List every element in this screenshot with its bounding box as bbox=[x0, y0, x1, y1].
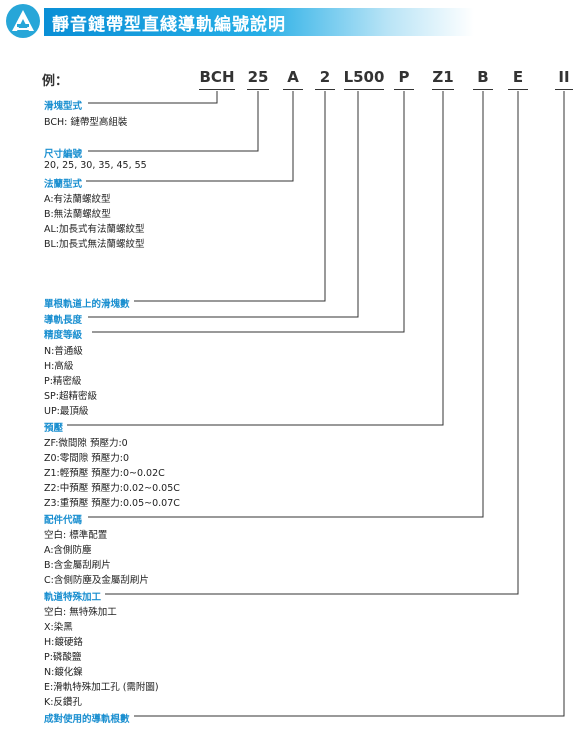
list-item: K:反鑽孔 bbox=[44, 697, 82, 708]
list-item: H:鍍硬鉻 bbox=[44, 637, 83, 648]
list-item: X:染黑 bbox=[44, 622, 73, 633]
code-underline bbox=[555, 89, 573, 90]
code-bch: BCH bbox=[199, 68, 235, 86]
list-item: P:精密級 bbox=[44, 376, 82, 387]
list-item: BCH: 鏈帶型高組裝 bbox=[44, 117, 128, 128]
code-preload: Z1 bbox=[432, 68, 454, 86]
list-item: Z1:輕預壓 預壓力:0~0.02C bbox=[44, 468, 165, 479]
list-item: H:高級 bbox=[44, 361, 74, 372]
section-title-block-count: 單根軌道上的滑塊數 bbox=[44, 296, 134, 310]
section-title-preload: 預壓 bbox=[44, 420, 68, 434]
list-item: ZF:微間隙 預壓力:0 bbox=[44, 438, 128, 449]
list-item: N:普通級 bbox=[44, 346, 83, 357]
list-item: 空白: 無特殊加工 bbox=[44, 607, 117, 618]
section-title-rail-process: 軌道特殊加工 bbox=[44, 589, 106, 603]
page-title: 靜音鏈帶型直綫導軌編號說明 bbox=[52, 15, 286, 35]
list-item: AL:加長式有法蘭螺紋型 bbox=[44, 224, 145, 235]
header-bar bbox=[44, 8, 474, 36]
code-accessory: B bbox=[477, 68, 489, 86]
section-title-accuracy: 精度等級 bbox=[44, 327, 87, 341]
code-underline bbox=[315, 89, 335, 90]
code-underline bbox=[199, 89, 235, 90]
example-label: 例： bbox=[42, 74, 69, 89]
code-underline bbox=[247, 89, 269, 90]
list-item: B:無法蘭螺紋型 bbox=[44, 209, 111, 220]
list-item: N:鍍化鎳 bbox=[44, 667, 83, 678]
list-item: A:有法蘭螺紋型 bbox=[44, 194, 111, 205]
section-title-rail-length: 導軌長度 bbox=[44, 312, 87, 326]
list-item: SP:超精密級 bbox=[44, 391, 97, 402]
company-logo-icon bbox=[6, 4, 40, 38]
code-underline bbox=[473, 89, 493, 90]
code-block-count: 2 bbox=[319, 68, 331, 86]
list-item: UP:最頂級 bbox=[44, 406, 89, 417]
section-title-flange: 法蘭型式 bbox=[44, 176, 87, 190]
list-item: B:含金屬刮刷片 bbox=[44, 560, 111, 571]
list-item: C:含側防塵及金屬刮刷片 bbox=[44, 575, 149, 586]
code-underline bbox=[508, 89, 528, 90]
list-item: Z3:重預壓 預壓力:0.05~0.07C bbox=[44, 498, 180, 509]
code-underline bbox=[344, 89, 384, 90]
code-size: 25 bbox=[247, 68, 269, 86]
code-flange: A bbox=[287, 68, 299, 86]
list-item: 20, 25, 30, 35, 45, 55 bbox=[44, 160, 147, 171]
code-rail-process: E bbox=[512, 68, 524, 86]
header: 靜音鏈帶型直綫導軌編號說明 bbox=[0, 0, 580, 40]
list-item: 空白: 標準配置 bbox=[44, 530, 108, 541]
list-item: A:含側防塵 bbox=[44, 545, 92, 556]
section-title-slider-type: 滑塊型式 bbox=[44, 98, 87, 112]
list-item: Z0:零間隙 預壓力:0 bbox=[44, 453, 130, 464]
code-accuracy: P bbox=[398, 68, 410, 86]
list-item: Z2:中預壓 預壓力:0.02~0.05C bbox=[44, 483, 180, 494]
code-rail-pairs: II bbox=[558, 68, 570, 86]
section-title-rail-pairs: 成對使用的導軌根數 bbox=[44, 711, 134, 725]
list-item: E:滑軌特殊加工孔 (需附圖) bbox=[44, 682, 159, 693]
section-title-size: 尺寸編號 bbox=[44, 146, 87, 160]
list-item: P:磷酸鹽 bbox=[44, 652, 82, 663]
section-title-accessory: 配件代碼 bbox=[44, 512, 87, 526]
code-underline bbox=[432, 89, 454, 90]
code-underline bbox=[283, 89, 303, 90]
code-length: L500 bbox=[343, 68, 385, 86]
code-underline bbox=[394, 89, 414, 90]
list-item: BL:加長式無法蘭螺紋型 bbox=[44, 239, 145, 250]
